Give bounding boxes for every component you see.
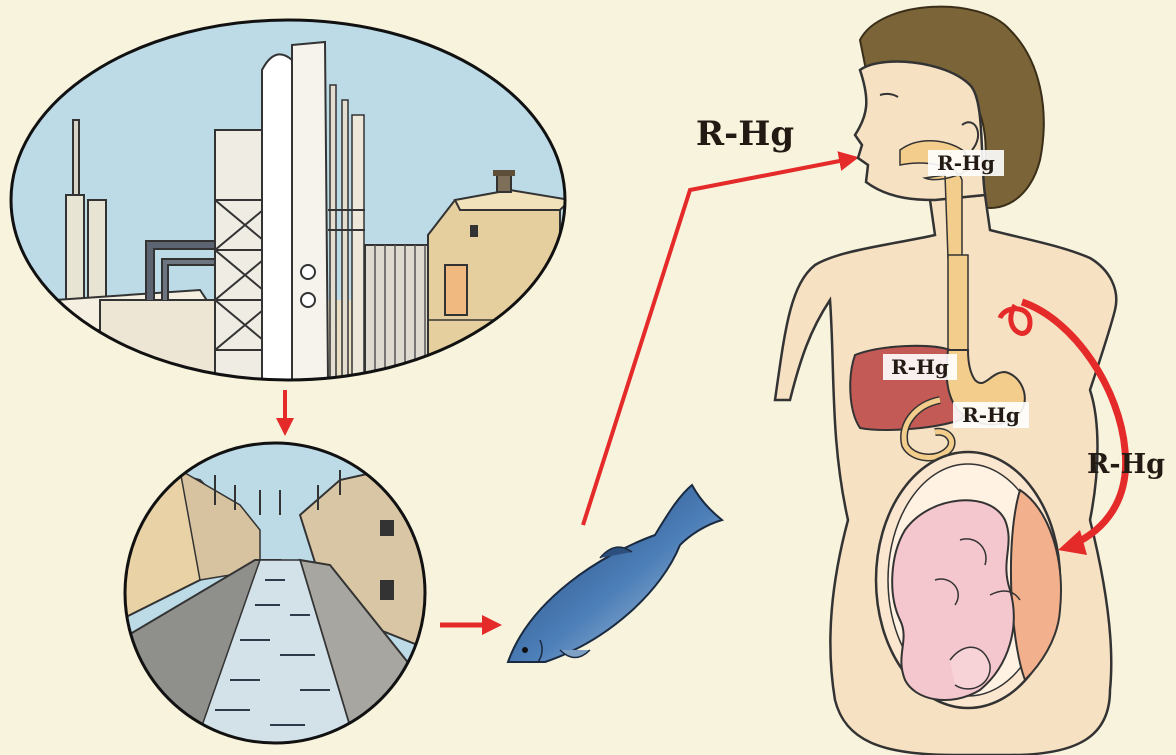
label-placenta: R-Hg [1087, 449, 1165, 480]
arrow-factory-to-canal [276, 390, 294, 436]
fish-icon [508, 485, 722, 662]
label-mouth: R-Hg [937, 151, 995, 175]
arrow-fish-to-mouth [583, 158, 855, 525]
canal-icon [120, 440, 440, 755]
label-intestine: R-Hg [962, 403, 1020, 427]
label-main: R-Hg [696, 114, 794, 154]
arrow-canal-to-fish [440, 615, 502, 635]
factory-icon [0, 0, 580, 400]
label-liver: R-Hg [891, 355, 949, 379]
